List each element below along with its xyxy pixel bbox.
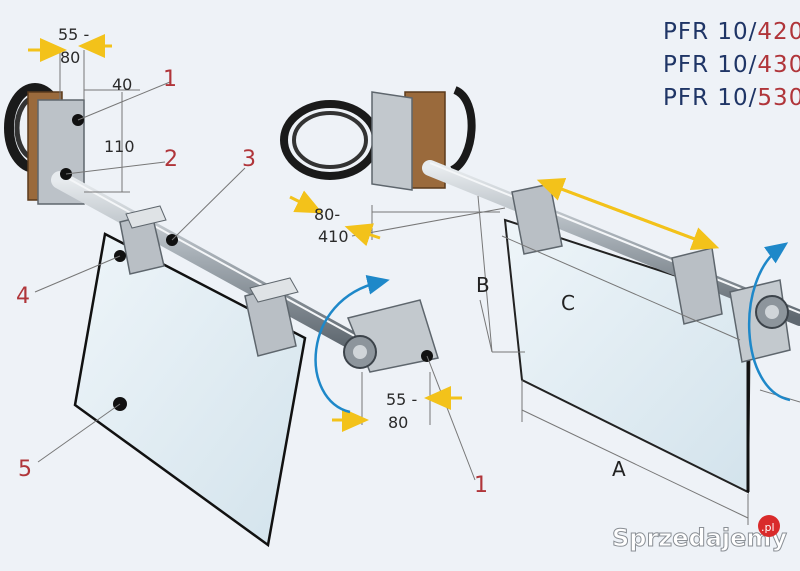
- left-glass-panel: [73, 232, 307, 548]
- callout-1-bottom: 1: [474, 473, 488, 498]
- right-assembly: [280, 86, 800, 525]
- model-3: PFR 10/530: [663, 85, 800, 111]
- callout-1-top: 1: [163, 67, 177, 92]
- dim-40: 40: [112, 75, 132, 94]
- letter-b: B: [476, 273, 490, 297]
- callout-2: 2: [164, 147, 178, 172]
- dim-mid-a: 80-: [314, 205, 340, 224]
- left-leader-lines: [34, 50, 476, 481]
- left-end-bracket: [343, 299, 439, 373]
- right-dimension-lines: [351, 195, 800, 525]
- watermark: Sprzedajemy .pl: [612, 515, 788, 553]
- right-dimension-arrows: [289, 178, 720, 250]
- left-rod: [51, 171, 369, 354]
- model-list: PFR 10/420 PFR 10/430 PFR 10/530: [663, 19, 800, 111]
- left-dimension-arrows: [28, 34, 462, 432]
- callout-4: 4: [16, 284, 30, 309]
- watermark-badge-circle: [758, 515, 780, 537]
- dim-top-left-a: 55 -: [58, 25, 89, 44]
- dim-mid-b: 410: [318, 227, 349, 246]
- callout-3: 3: [242, 147, 256, 172]
- model-2: PFR 10/430: [663, 52, 800, 78]
- dim-top-left-b: 80: [60, 48, 80, 67]
- dim-110: 110: [104, 137, 135, 156]
- watermark-badge: .pl: [761, 521, 775, 534]
- right-rotation-arrow: [747, 242, 791, 402]
- dim-bottom-b: 80: [388, 413, 408, 432]
- letter-a: A: [612, 457, 626, 481]
- callout-5: 5: [18, 457, 32, 482]
- left-clamp-2: [244, 277, 299, 357]
- dim-bottom-a: 55 -: [386, 390, 417, 409]
- letter-c: C: [561, 291, 575, 315]
- left-clamp-1: [119, 205, 167, 275]
- left-rotation-arrow: [314, 275, 390, 414]
- right-clamp-2: [671, 247, 723, 325]
- right-end-bracket: [729, 279, 791, 363]
- right-wall-bracket: [371, 91, 413, 191]
- model-1: PFR 10/420: [663, 19, 800, 45]
- left-assembly: [4, 34, 476, 548]
